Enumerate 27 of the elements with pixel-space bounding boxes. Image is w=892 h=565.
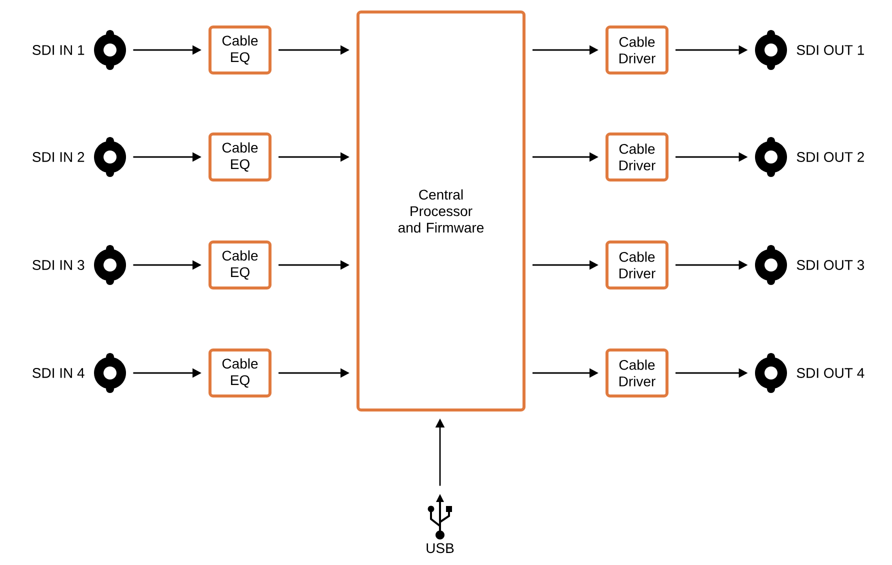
connector-icon (94, 137, 126, 177)
connector-icon (755, 30, 787, 70)
port-label: SDI IN 4 (32, 368, 84, 378)
process-box: Cable Driver (606, 26, 668, 74)
port-label: USB (426, 543, 454, 554)
port-label: SDI OUT 1 (796, 45, 864, 55)
processor-box: Central Processor and Firmware (356, 10, 526, 412)
connector-icon (94, 245, 126, 285)
port-label: SDI IN 2 (32, 152, 84, 162)
process-box: Cable EQ (208, 132, 272, 182)
connector-icon (755, 137, 787, 177)
port-label: SDI IN 3 (32, 260, 84, 270)
port-label: SDI OUT 4 (796, 368, 864, 378)
port-label: SDI IN 1 (32, 45, 84, 55)
process-box: Cable Driver (606, 240, 668, 290)
process-box: Cable EQ (208, 348, 272, 398)
connector-icon (94, 30, 126, 70)
process-box: Cable EQ (208, 240, 272, 290)
connector-icon (755, 245, 787, 285)
process-box: Cable Driver (606, 132, 668, 182)
port-label: SDI OUT 2 (796, 152, 864, 162)
usb-icon (428, 494, 452, 540)
process-box: Cable EQ (208, 26, 272, 74)
process-box: Cable Driver (606, 348, 668, 398)
connector-icon (755, 353, 787, 393)
port-label: SDI OUT 3 (796, 260, 864, 270)
connector-icon (94, 353, 126, 393)
